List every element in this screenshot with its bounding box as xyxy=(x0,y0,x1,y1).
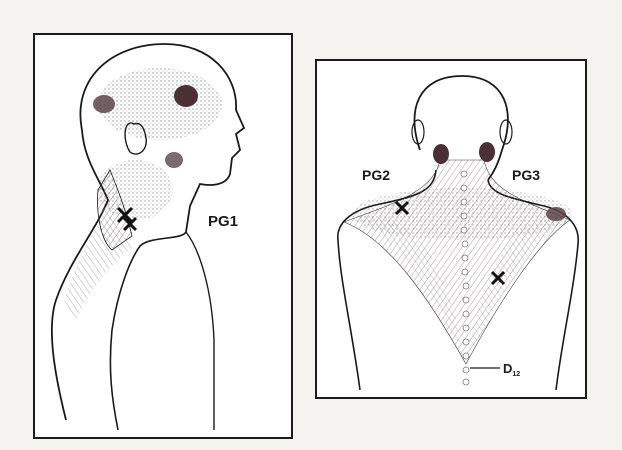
label-pg1: PG1 xyxy=(208,213,238,230)
label-d12-main: D xyxy=(503,361,512,376)
pain-spot-temple xyxy=(174,85,198,107)
right-panel: D12 PG2 PG3 xyxy=(316,60,586,398)
pain-spot-jaw xyxy=(165,152,183,168)
pain-spot-occiput-right xyxy=(479,142,495,162)
left-panel: PG1 xyxy=(34,34,292,438)
referred-pain-area-neck xyxy=(97,160,173,220)
label-pg2: PG2 xyxy=(362,167,390,183)
label-pg3: PG3 xyxy=(512,167,540,183)
label-d12-sub: 12 xyxy=(512,371,520,378)
referred-pain-area-head xyxy=(98,68,222,140)
pain-spot-occiput xyxy=(93,95,115,113)
pain-spot-occiput-left xyxy=(433,144,449,164)
pain-spot-shoulder-right xyxy=(546,207,566,221)
